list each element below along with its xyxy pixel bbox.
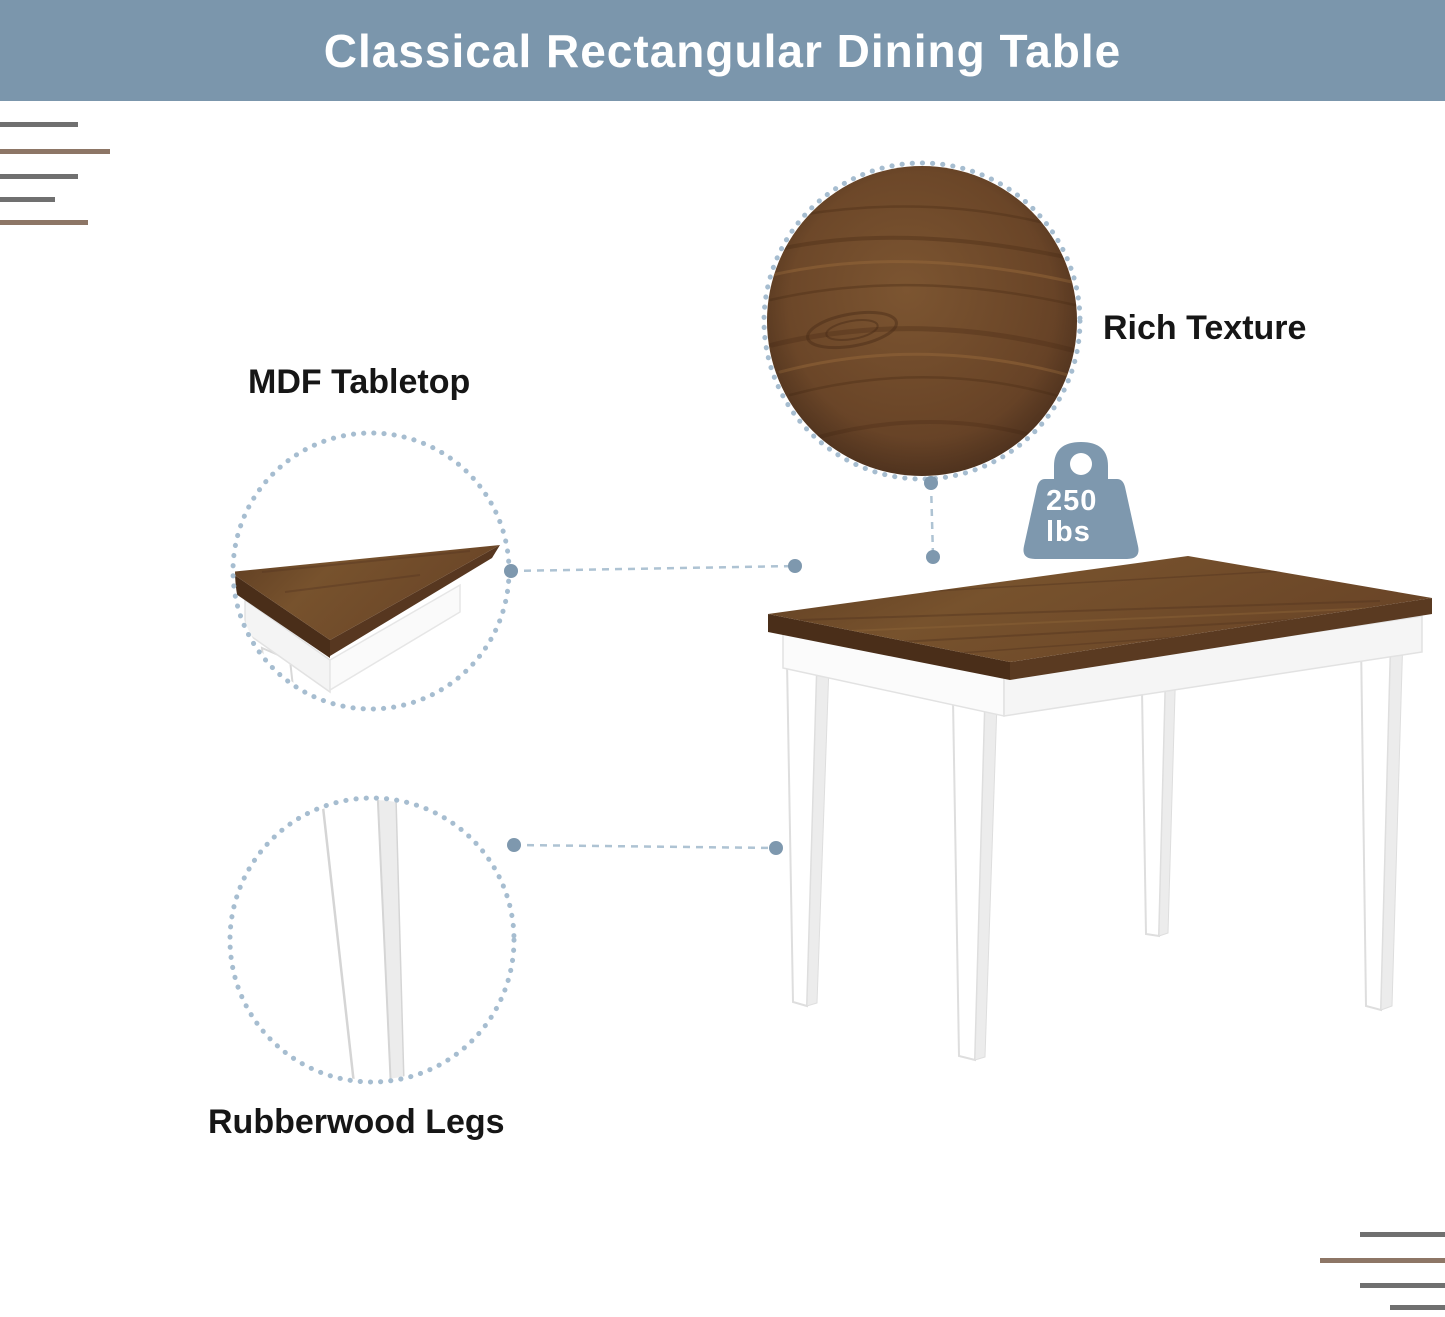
rubberwood-leg-zoom-circle bbox=[227, 795, 517, 1085]
weight-handle bbox=[1054, 442, 1108, 481]
tabletop-grain bbox=[799, 569, 1429, 654]
page-title: Classical Rectangular Dining Table bbox=[323, 24, 1122, 77]
dotted-circle-border bbox=[761, 160, 1083, 482]
weight-capacity-icon bbox=[1023, 442, 1139, 559]
connector-dot bbox=[788, 559, 802, 573]
tabletop-edge bbox=[768, 614, 1010, 680]
connector-dot bbox=[504, 564, 518, 578]
connector-dot bbox=[507, 838, 521, 852]
decorative-line bbox=[0, 197, 55, 202]
decorative-line bbox=[1390, 1305, 1445, 1310]
decorative-line bbox=[0, 122, 78, 127]
table-leg-front-center bbox=[951, 698, 998, 1062]
callout-label-rich-texture: Rich Texture bbox=[1103, 309, 1307, 347]
connector-dot bbox=[769, 841, 783, 855]
leg-detail bbox=[320, 800, 405, 1080]
callout-label-mdf-tabletop: MDF Tabletop bbox=[248, 363, 471, 401]
decorative-line bbox=[1320, 1258, 1445, 1263]
connector-rubberwood-legs bbox=[507, 838, 783, 855]
weight-body bbox=[1023, 479, 1139, 559]
weight-capacity-text: 250 lbs bbox=[1046, 486, 1097, 548]
decorative-line bbox=[0, 220, 88, 225]
tabletop-surface bbox=[768, 556, 1432, 662]
weight-unit: lbs bbox=[1046, 516, 1091, 548]
weight-value: 250 bbox=[1046, 485, 1098, 517]
connector-dot bbox=[926, 550, 940, 564]
decorative-line bbox=[0, 149, 110, 154]
callout-label-rubberwood-legs: Rubberwood Legs bbox=[208, 1103, 505, 1141]
dining-table-product bbox=[768, 556, 1432, 1062]
connector-dot bbox=[924, 476, 938, 490]
mdf-tabletop-zoom-circle bbox=[230, 430, 512, 712]
rich-texture-zoom-circle bbox=[761, 160, 1083, 482]
decorative-line bbox=[1360, 1283, 1445, 1288]
connector-mdf-tabletop bbox=[504, 559, 802, 578]
decorative-line bbox=[1360, 1232, 1445, 1237]
vignette bbox=[767, 166, 1077, 476]
connector-rich-texture bbox=[924, 476, 940, 564]
dotted-circle-border bbox=[227, 795, 517, 1085]
decorative-line bbox=[0, 174, 78, 179]
table-leg-back-left bbox=[1139, 624, 1178, 938]
table-leg-front-left bbox=[785, 660, 830, 1008]
table-leg-right bbox=[1359, 633, 1404, 1012]
header-banner: Classical Rectangular Dining Table bbox=[0, 0, 1445, 101]
tabletop-edge bbox=[1010, 598, 1432, 680]
